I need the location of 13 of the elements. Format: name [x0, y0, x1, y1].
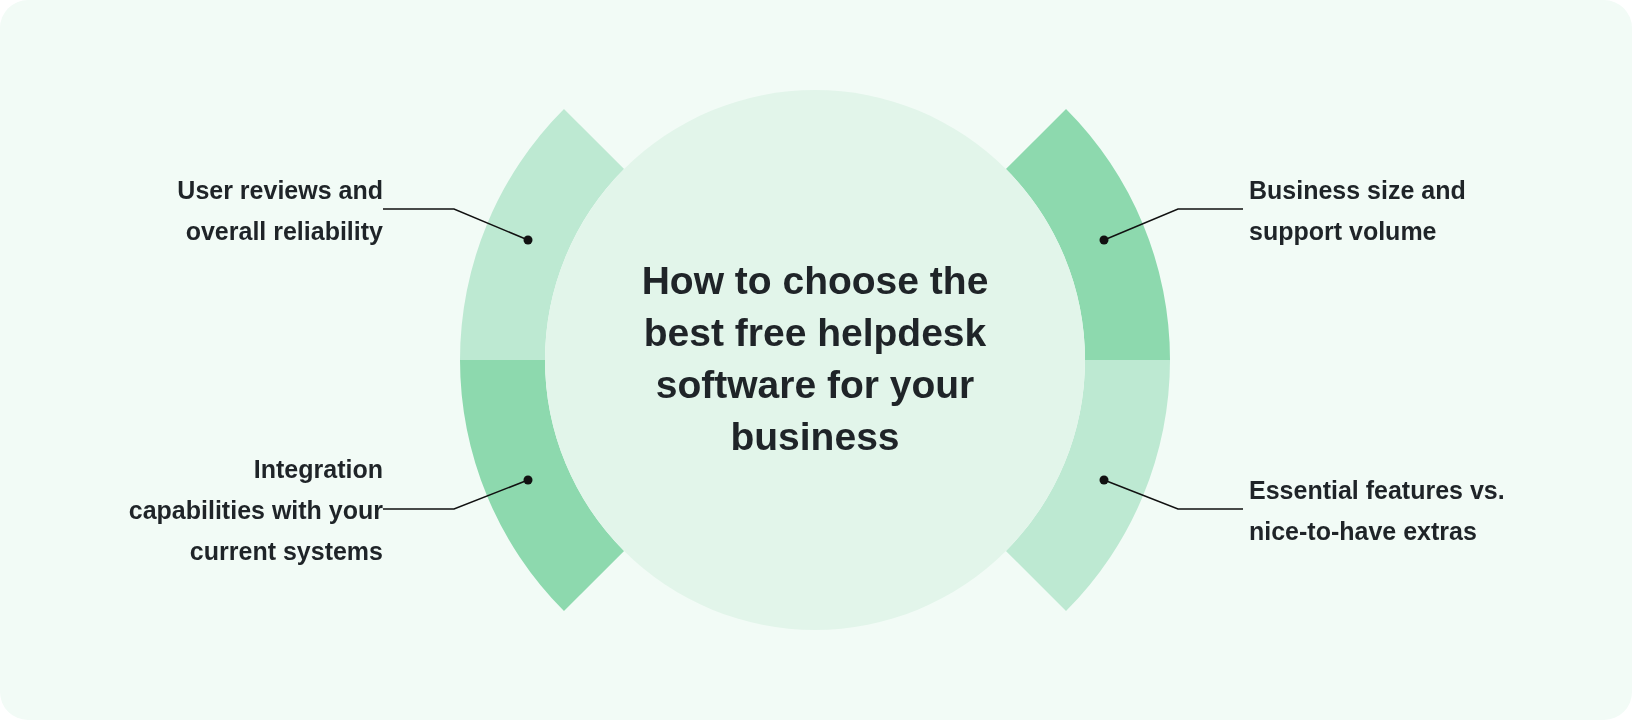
- factor-label: User reviews and overall reliability: [143, 170, 383, 252]
- arc-segment: [460, 109, 625, 360]
- factor-label: Integration capabilities with your current systems: [111, 449, 383, 572]
- leader-line: [382, 475, 533, 510]
- arc-segment: [1005, 109, 1170, 360]
- arc-segment: [460, 360, 625, 611]
- factor-label: Essential features vs. nice-to-have extras: [1249, 470, 1559, 552]
- leader-line: [1099, 208, 1244, 245]
- factor-label: Business size and support volume: [1249, 170, 1549, 252]
- center-title: How to choose the best free helpdesk software for your business: [635, 255, 995, 463]
- leader-line: [1099, 475, 1244, 510]
- leader-line: [382, 208, 533, 245]
- arc-segment: [1005, 360, 1170, 611]
